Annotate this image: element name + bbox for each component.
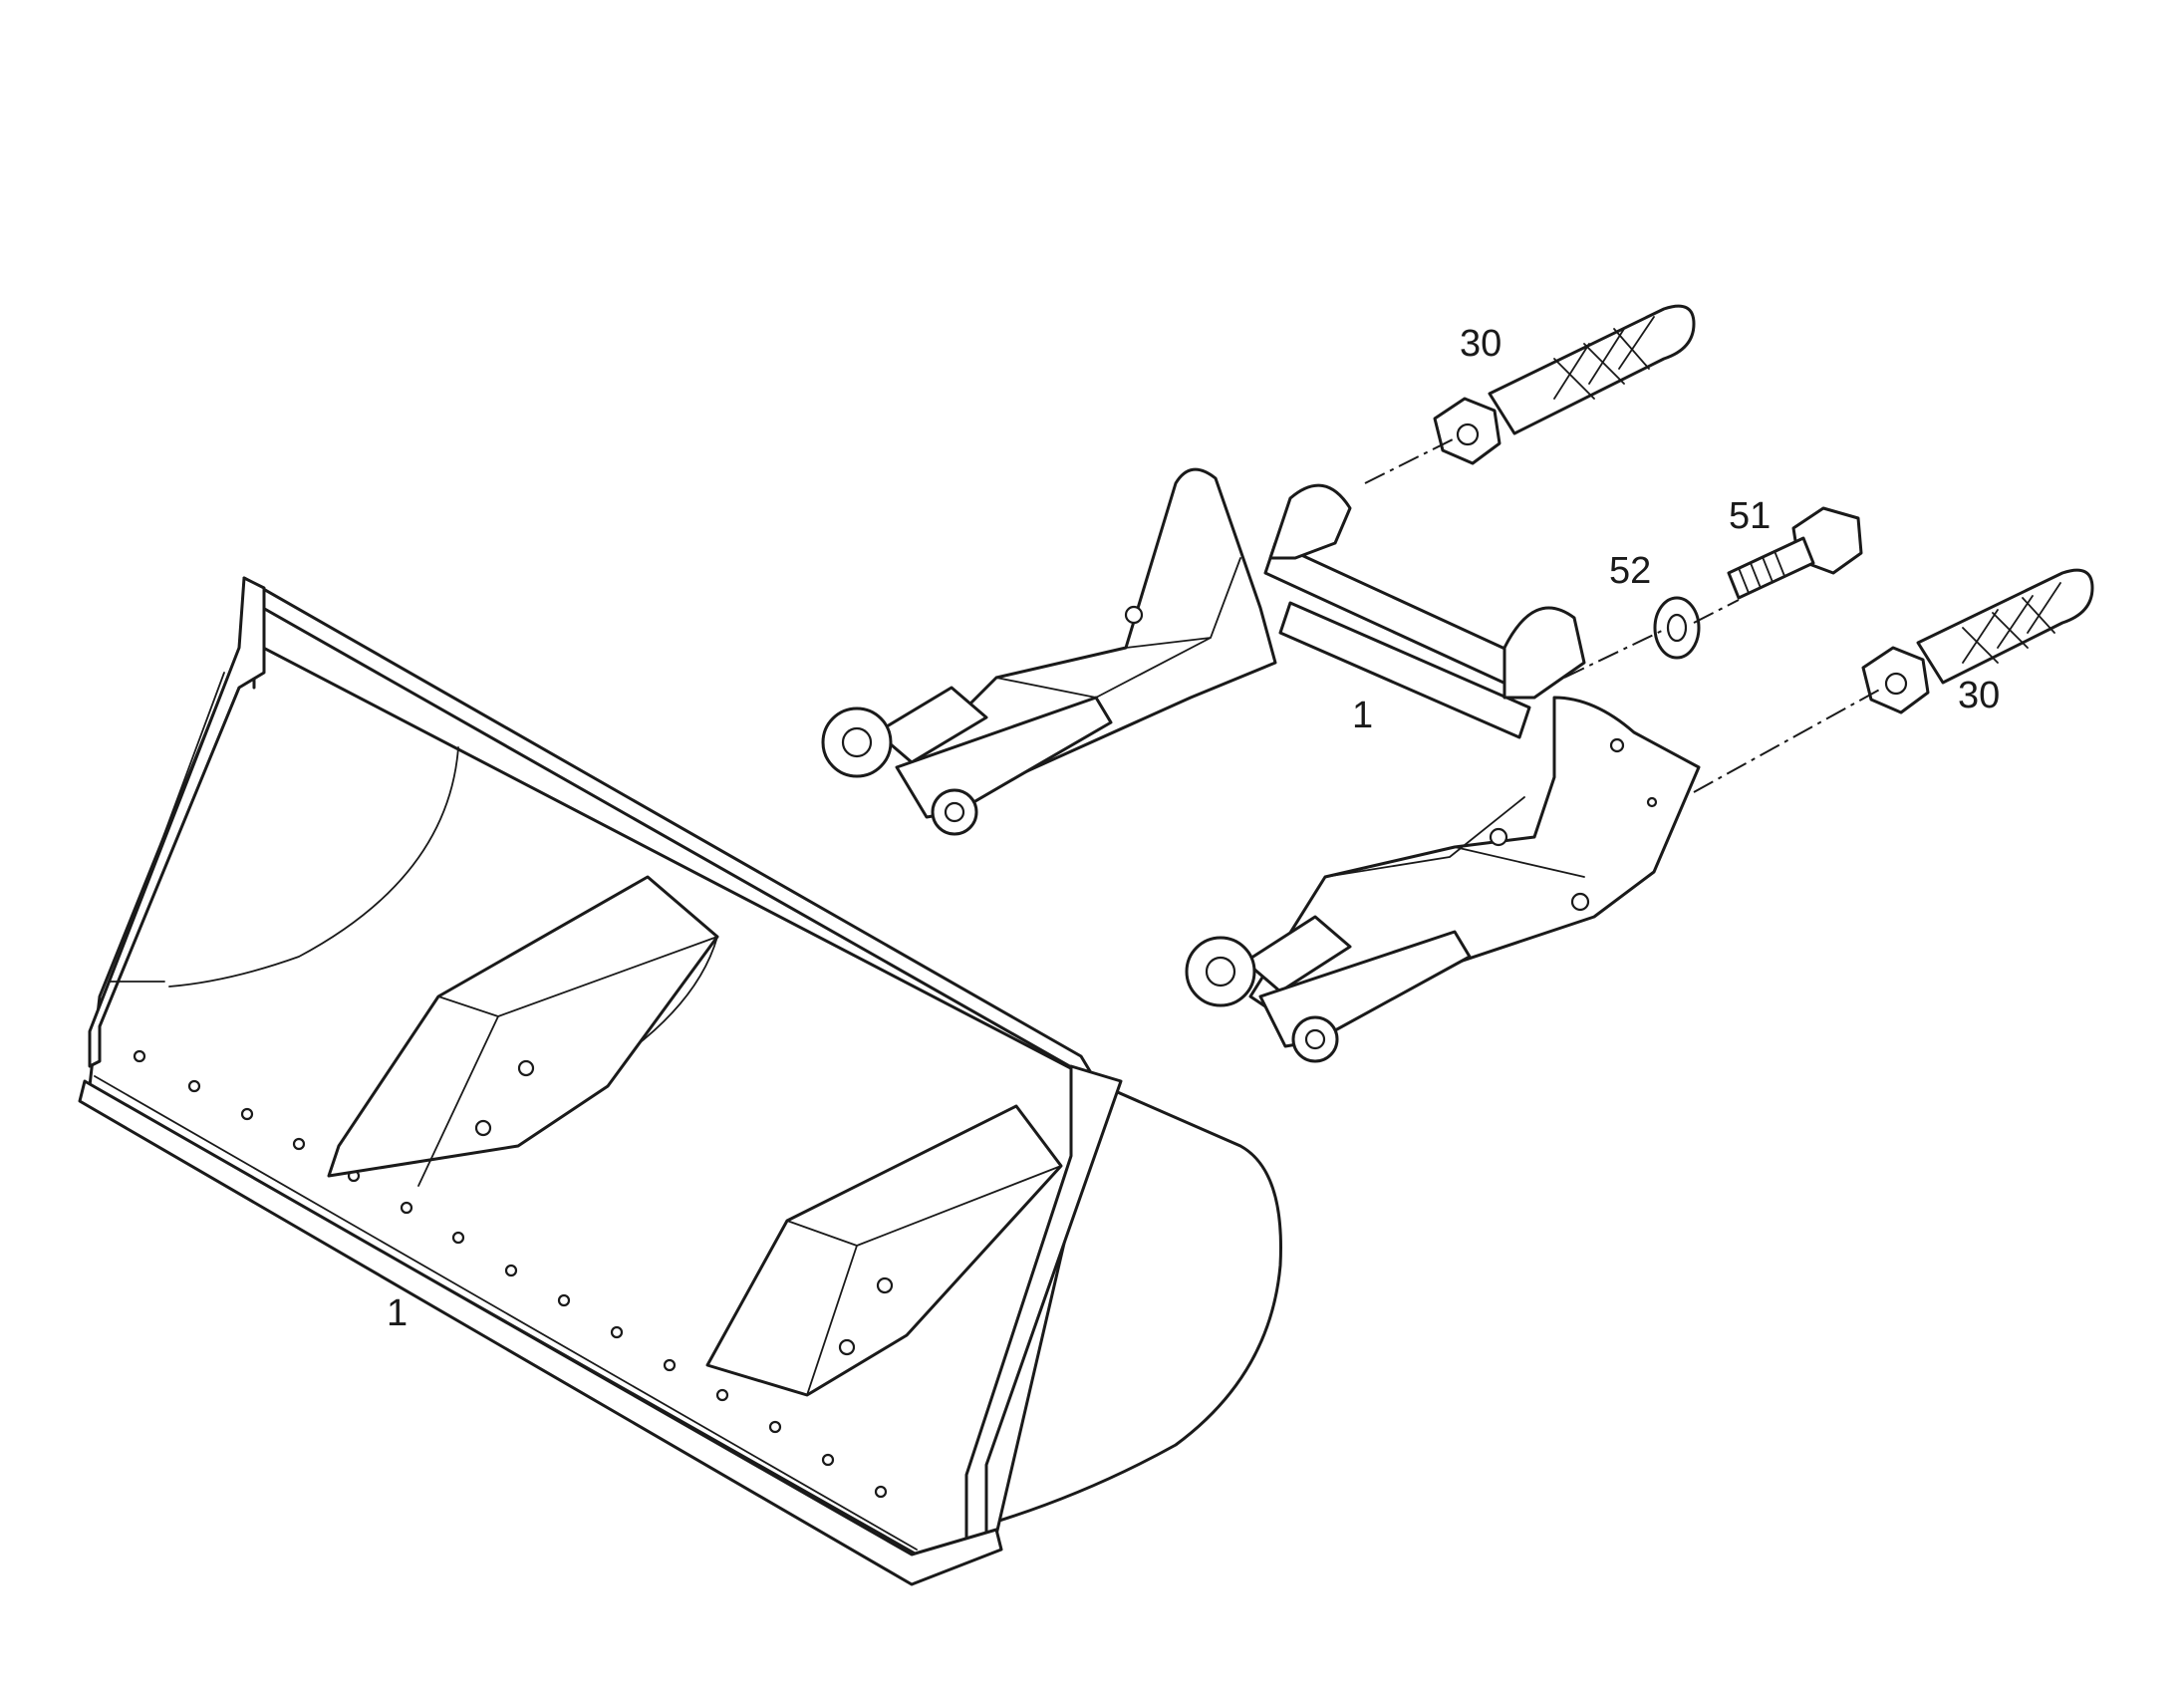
center-lines bbox=[1364, 437, 1884, 793]
bucket bbox=[78, 576, 1282, 1586]
centerline-bolt bbox=[1693, 599, 1740, 624]
bucket-left-end-inner bbox=[109, 672, 225, 983]
hitch-right-hole-2 bbox=[1646, 796, 1658, 808]
hitch-right-cylinder bbox=[1243, 915, 1352, 993]
bracket-right-hole-1 bbox=[876, 1276, 894, 1294]
hitch-right-link-hole bbox=[1304, 1028, 1326, 1050]
hitch-right-eye-hole bbox=[1205, 956, 1236, 988]
pin-bottom bbox=[1861, 568, 2094, 714]
bucket-edge-holes bbox=[133, 1049, 888, 1499]
bucket-edge-line bbox=[94, 1075, 918, 1551]
hitch-left-link-hole bbox=[944, 801, 965, 823]
washer bbox=[1653, 596, 1701, 660]
bucket-bracket-right-detail bbox=[786, 1165, 1062, 1396]
hitch-right-arm-detail bbox=[1324, 796, 1585, 878]
pin-top bbox=[1433, 304, 1696, 465]
centerline-washer bbox=[1563, 629, 1665, 679]
bucket-inner-curve bbox=[168, 746, 459, 988]
bracket-left-hole-1 bbox=[517, 1059, 535, 1077]
bucket-bracket-left bbox=[327, 875, 719, 1178]
bucket-bracket-right bbox=[705, 1104, 1063, 1397]
hitch-left-plate bbox=[1268, 483, 1352, 560]
washer-hole bbox=[1666, 613, 1688, 643]
bucket-shell bbox=[955, 1074, 1282, 1527]
hitch-left-link bbox=[895, 696, 1113, 819]
hitch-left-cylinder bbox=[875, 686, 988, 764]
label-hitch: 1 bbox=[1352, 695, 1373, 736]
pin-top-knurl bbox=[1553, 316, 1655, 400]
label-pin-bottom: 30 bbox=[1958, 675, 2000, 716]
bucket-cutting-edge bbox=[78, 1079, 1003, 1586]
label-washer: 52 bbox=[1609, 550, 1651, 592]
hitch-right-boss bbox=[1489, 827, 1508, 847]
hitch-cross-tube-lower bbox=[1278, 601, 1531, 739]
bracket-left-hole-2 bbox=[474, 1119, 492, 1137]
centerline-bottom-pin bbox=[1693, 687, 1884, 793]
hitch-left-boss bbox=[1124, 605, 1144, 625]
hitch-left-eye-hole bbox=[841, 726, 873, 758]
hitch-frame bbox=[821, 467, 1701, 1063]
label-bucket: 1 bbox=[387, 1292, 408, 1334]
bucket-bracket-left-detail bbox=[417, 936, 718, 1187]
bolt bbox=[1727, 506, 1863, 600]
label-pin-top: 30 bbox=[1460, 323, 1502, 365]
bolt-threads bbox=[1738, 550, 1785, 594]
bolt-shank bbox=[1727, 536, 1815, 600]
bracket-right-hole-2 bbox=[838, 1338, 856, 1356]
pin-top-shaft bbox=[1488, 304, 1696, 435]
hitch-right-arm bbox=[1248, 696, 1701, 1028]
hitch-right-hole-3 bbox=[1570, 892, 1590, 912]
pin-bottom-knurl bbox=[1962, 582, 2061, 664]
hitch-right-plate bbox=[1502, 606, 1586, 700]
label-bolt: 51 bbox=[1729, 495, 1771, 537]
hitch-right-hole-1 bbox=[1609, 737, 1625, 753]
centerline-top-pin bbox=[1364, 437, 1456, 484]
bucket-left-end bbox=[88, 576, 266, 1068]
